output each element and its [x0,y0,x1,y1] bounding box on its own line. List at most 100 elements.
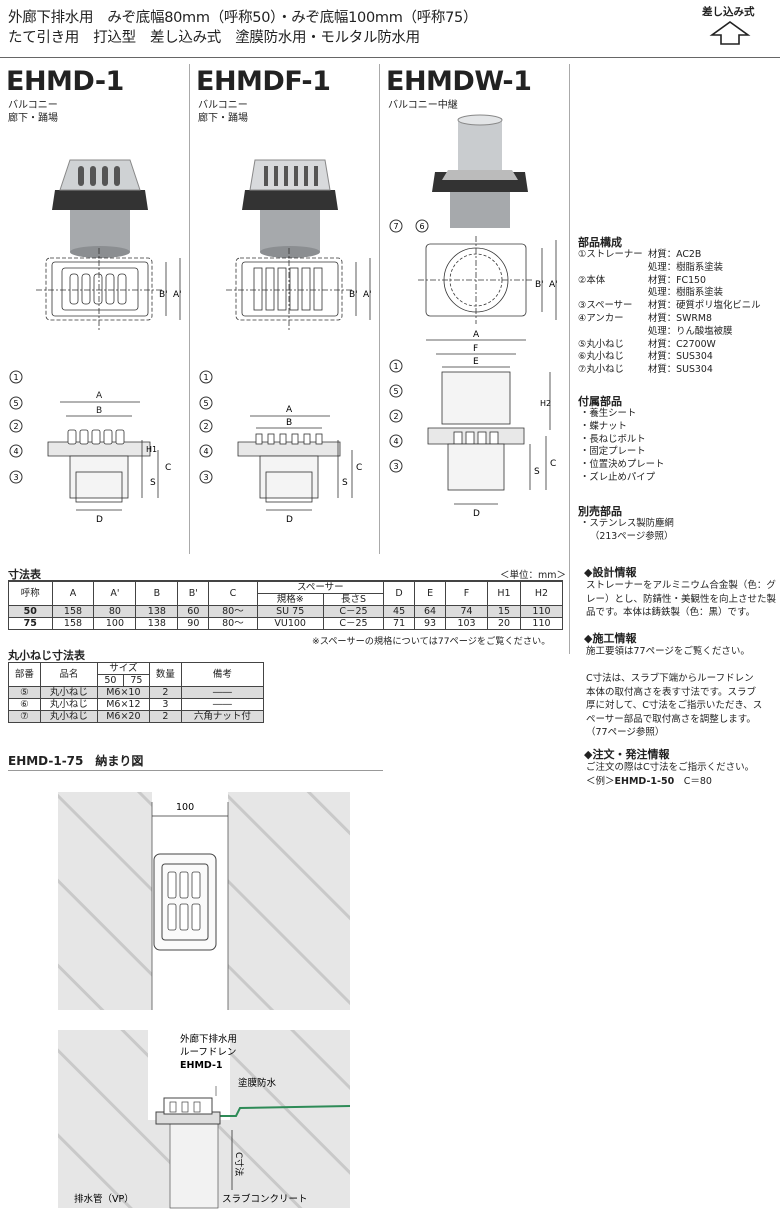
install-c-dim-label: C寸法 [233,1152,245,1176]
header-line-1: 外廊下排水用 みぞ底幅80mm（呼称50）・みぞ底幅100mm（呼称75） [8,10,478,26]
callout-7c: 7 [393,222,398,231]
dim-label-d-3: D [473,509,480,519]
parts-row: ⑦丸小ねじ材質：SUS304 [578,364,713,376]
dim-label-f-3: F [473,344,478,354]
ehmd-1-photo [52,159,148,258]
dim-label-s-3: S [534,467,540,477]
model-3-use-1: バルコニー中継 [388,100,458,111]
dim-label-s-2: S [342,478,348,488]
dim-label-h2-3: H2 [540,399,551,408]
parts-row: 処理：りん酸塩被膜 [648,325,733,337]
screw-table-title: 丸小ねじ寸法表 [8,649,85,662]
design-text: ストレーナーをアルミニウム合金製（色：グレー）とし、防錆性・美観性を向上させた製… [586,580,777,618]
model-title-3: EHMDW-1 [386,66,532,97]
dim-label-a-prime-2: A' [363,290,372,300]
install-width-label: 100 [176,802,194,813]
callout-1c: 1 [393,362,398,371]
ehmd-1-section: A B [47,391,159,511]
insert-type-label: 差し込み式 [702,6,755,18]
install-drawing: 100 外廊下排水用 ルーフドレン EHMD-1 塗膜防水 C寸法 排水管（VP… [58,792,351,1209]
list-item: ・長ねじボルト [580,433,646,445]
model-title-1: EHMD-1 [6,66,124,97]
parts-row: ⑥丸小ねじ材質：SUS304 [578,351,713,363]
ehmd-1-drawings: B' A' A B D H1 S C 1 5 2 4 3 [9,159,182,525]
callout-3: 3 [13,473,18,482]
callout-5: 5 [13,399,18,408]
callout-4b: 4 [203,447,208,456]
optional-list: ・ステンレス製防塵網 （213ページ参照） [580,518,674,544]
model-1-use-2: 廊下・踊場 [8,113,58,124]
accessories-list: ・養生シート ・蝶ナット ・長ねじボルト ・固定プレート ・位置決めプレート ・… [580,408,664,485]
ehmd-1-plan [36,248,181,330]
list-item: ・養生シート [580,408,637,419]
dim-label-b-prime-3: B' [535,280,544,290]
parts-row: 処理：樹脂系塗装 [648,287,724,299]
header-line-2: たて引き用 打込型 差し込み式 塗膜防水用・モルタル防水用 [8,30,420,46]
list-item: （213ページ参照） [590,530,674,542]
install-pipe-label: 排水管（VP） [74,1193,134,1205]
list-item: ・固定プレート [580,446,646,458]
callout-1: 1 [13,373,18,382]
list-item: ・位置決めプレート [580,459,665,471]
dim-label-b-1: B [96,406,102,416]
model-title-2: EHMDF-1 [196,66,331,97]
ehmdf-1-photo [242,159,338,258]
parts-row: ⑤丸小ねじ材質：C2700W [578,338,716,350]
dim-table-unit: ＜単位：mm＞ [500,570,567,581]
install-title: EHMD-1-75 納まり図 [8,754,144,768]
dim-label-e-3: E [473,357,479,367]
install-slab-label: スラブコンクリート [222,1193,308,1205]
install-product-line-2: ルーフドレン [180,1047,236,1058]
dim-label-d-2: D [286,515,293,525]
dim-label-b-2: B [286,418,292,428]
dim-label-c-1: C [165,463,171,473]
dim-label-a-3: A [473,330,480,340]
install-product-model: EHMD-1 [180,1060,223,1071]
dim-label-b-prime-1: B' [159,290,168,300]
up-arrow-icon [709,21,751,45]
callout-5c: 5 [393,387,398,396]
dim-table-title: 寸法表 [8,568,41,581]
callout-3b: 3 [203,473,208,482]
parts-list: ①ストレーナー材質：AC2B 処理：樹脂系塗装 ②本体材質：FC150 処理：樹… [578,249,761,377]
dim-label-c-2: C [356,463,362,473]
dim-label-s-1: S [150,478,156,488]
dim-label-a-prime-3: A' [549,280,558,290]
dim-label-a-1: A [96,391,103,401]
callout-3c: 3 [393,462,398,471]
parts-row: ③スペーサー材質：硬質ポリ塩化ビニル [578,300,761,312]
construction-text: 施工要領は77ページをご覧ください。 C寸法は、スラブ下端からルーフドレン本体の… [586,646,763,738]
optional-title: 別売部品 [578,505,622,518]
list-item: ・ステンレス製防塵網 [580,518,674,529]
dim-table: 呼称 A A' B B' C スペーサー D E F H1 H2 規格※長さS … [8,581,564,630]
parts-row: ①ストレーナー材質：AC2B [578,249,702,260]
parts-row: 処理：樹脂系塗装 [648,261,724,273]
install-waterproof-label: 塗膜防水 [238,1077,277,1089]
header-rule [0,57,780,58]
callout-4c: 4 [393,437,398,446]
dim-label-a-prime-1: A' [173,290,182,300]
list-item: ・蝶ナット [580,420,627,432]
callout-6c: 6 [419,222,424,231]
callout-1b: 1 [203,373,208,382]
callout-5b: 5 [203,399,208,408]
callout-2: 2 [13,422,18,431]
dim-label-a-2: A [286,405,293,415]
ehmdf-1-drawings: B' A' A B D S C 1 5 2 4 3 [199,159,372,525]
order-text: ご注文の際はC寸法をご指示ください。 ＜例＞EHMD-1-50 C＝80 [586,762,755,787]
dim-label-h1-1: H1 [146,445,157,454]
order-title: ◆注文・発注情報 [584,748,670,761]
model-1-use-1: バルコニー [8,100,58,111]
callout-2b: 2 [203,422,208,431]
install-product-line-1: 外廊下排水用 [180,1033,237,1045]
dim-label-c-3: C [550,459,556,469]
model-2-use-2: 廊下・踊場 [198,113,248,124]
callout-4: 4 [13,447,18,456]
list-item: ・ズレ止めパイプ [580,471,656,483]
construction-title: ◆施工情報 [584,632,637,645]
